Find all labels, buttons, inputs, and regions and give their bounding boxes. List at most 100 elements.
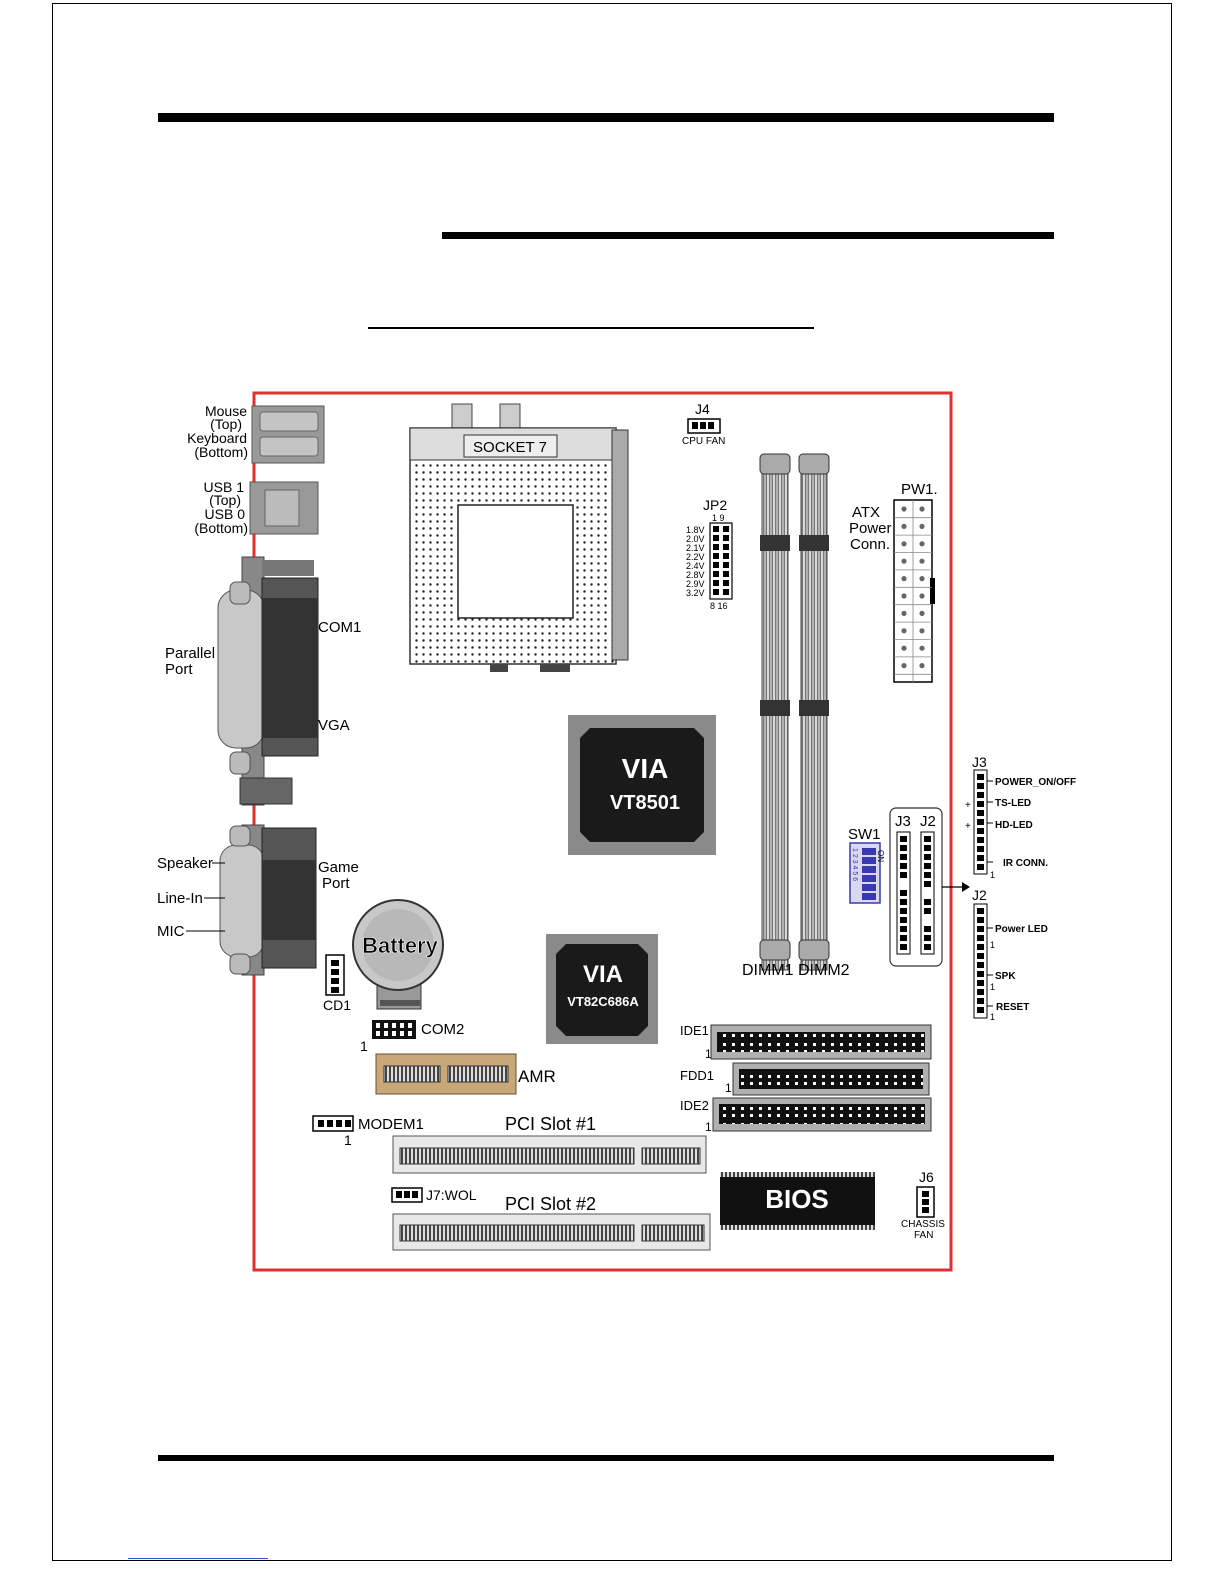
jp2-pin [713, 535, 719, 541]
j2-ext-pin [977, 962, 984, 968]
sw1-dip-switch [849, 842, 881, 904]
dimm1-label: DIMM1 [742, 962, 794, 979]
dimm1-slot [759, 453, 791, 971]
amr-slot [375, 1053, 517, 1095]
pw1-pin [901, 663, 907, 669]
inner-j2-pin [924, 854, 931, 860]
inner-j2-pin [924, 908, 931, 914]
ide1-label: IDE1 [680, 1023, 709, 1038]
ide2-label: IDE2 [680, 1098, 709, 1113]
power-onoff-label: POWER_ON/OFF [995, 777, 1076, 788]
cpu-fan-label: CPU FAN [682, 436, 725, 447]
inner-j2-pin [924, 935, 931, 941]
spk-pin1: 1 [990, 982, 995, 992]
pw1-pin [919, 506, 925, 512]
battery-label: Battery [362, 933, 439, 958]
inner-j3-pin [900, 944, 907, 950]
pw1-pin [919, 663, 925, 669]
com2-label: COM2 [421, 1021, 464, 1038]
jp2-pins [713, 526, 729, 595]
game-label: Game [318, 859, 359, 876]
sw1-numbers-label: 1 2 3 4 5 6 [851, 848, 858, 881]
jp2-pin [713, 553, 719, 559]
j3-pin1-label: 1 [990, 870, 995, 880]
jp2-pin [723, 589, 729, 595]
j2-ext-pin [977, 908, 984, 914]
jp2-top-label: 1 9 [712, 513, 725, 523]
j3-ext-pin [977, 837, 984, 843]
j3-ext-pins [977, 774, 993, 870]
pci-slot-1 [392, 1135, 707, 1174]
northbridge-chip [568, 715, 716, 855]
pw1-pin [919, 610, 925, 617]
inner-j3-pin [900, 890, 907, 896]
pw1-pin [901, 558, 907, 564]
pw1-pin [901, 523, 907, 530]
atx-power-connector [893, 499, 935, 683]
pci-slot1-label: PCI Slot #1 [505, 1114, 596, 1134]
jp2-voltage-label: 2.8V [686, 570, 705, 580]
jp2-pin [723, 535, 729, 541]
game-port-label: Port [322, 875, 350, 892]
j3-ext-label: J3 [972, 754, 987, 770]
inner-j2-pin [924, 881, 931, 887]
inner-j3-pin [900, 863, 907, 869]
bios-chip [720, 1172, 875, 1230]
ide1-pin1: 1 [705, 1047, 712, 1061]
pci-slot-2 [392, 1213, 711, 1251]
fan-label: FAN [914, 1230, 933, 1241]
keyboard-label: Keyboard [187, 430, 247, 446]
reset-label: RESET [996, 1002, 1029, 1013]
panel-arrow-head [962, 882, 970, 892]
sw1-on-label: ON [876, 850, 885, 862]
j2-ext-pin [977, 917, 984, 923]
cd1-label: CD1 [323, 997, 351, 1013]
fdd1-label: FDD1 [680, 1068, 714, 1083]
inner-j2-pin [924, 872, 931, 878]
j3-ext-pin [977, 783, 984, 789]
northbridge-model-label: VT8501 [610, 792, 680, 814]
pw1-pin [901, 576, 907, 582]
cd1-header [325, 954, 345, 996]
mic-label: MIC [157, 923, 185, 940]
j2-inner-header [920, 831, 935, 955]
dimm2-label: DIMM2 [798, 962, 850, 979]
fdd1-connector [732, 1062, 930, 1096]
inner-j3-pin [900, 836, 907, 842]
inner-j3-pin [900, 926, 907, 932]
southbridge-chip [546, 934, 658, 1044]
inner-j2-pin [924, 926, 931, 932]
game-audio-port [219, 824, 317, 976]
footer-underline [128, 1558, 268, 1559]
conn-label: Conn. [850, 536, 890, 553]
jp2-voltage-label: 1.8V [686, 525, 705, 535]
amr-label: AMR [518, 1067, 556, 1086]
j2-ext-pin [977, 1007, 984, 1013]
j3-ext-pin [977, 819, 984, 825]
parallel-com-vga-stack [217, 556, 319, 806]
power-led-label: Power LED [995, 924, 1048, 935]
jp2-pin [713, 544, 719, 550]
power-led-pin1: 1 [990, 940, 995, 950]
j2-ext-pin [977, 971, 984, 977]
ts-led-plus: + [965, 800, 971, 811]
j2-ext-pin [977, 953, 984, 959]
jp2-pin [713, 571, 719, 577]
southbridge-via-label: VIA [583, 961, 623, 988]
j2-ext-label: J2 [972, 887, 987, 903]
jp2-pin [713, 526, 719, 532]
jp2-voltage-label: 2.1V [686, 543, 705, 553]
section-rule [442, 232, 1054, 239]
title-underline [368, 327, 814, 329]
inner-j2-pin [924, 944, 931, 950]
jp2-pin [713, 562, 719, 568]
inner-j3-pin [900, 872, 907, 878]
bios-label: BIOS [765, 1184, 829, 1214]
spk-label: SPK [995, 971, 1016, 982]
j7-wol-header [391, 1187, 423, 1203]
jp2-header [709, 522, 733, 600]
speaker-label: Speaker [157, 855, 213, 872]
j4-label: J4 [695, 401, 710, 417]
page-border [52, 3, 1172, 1561]
